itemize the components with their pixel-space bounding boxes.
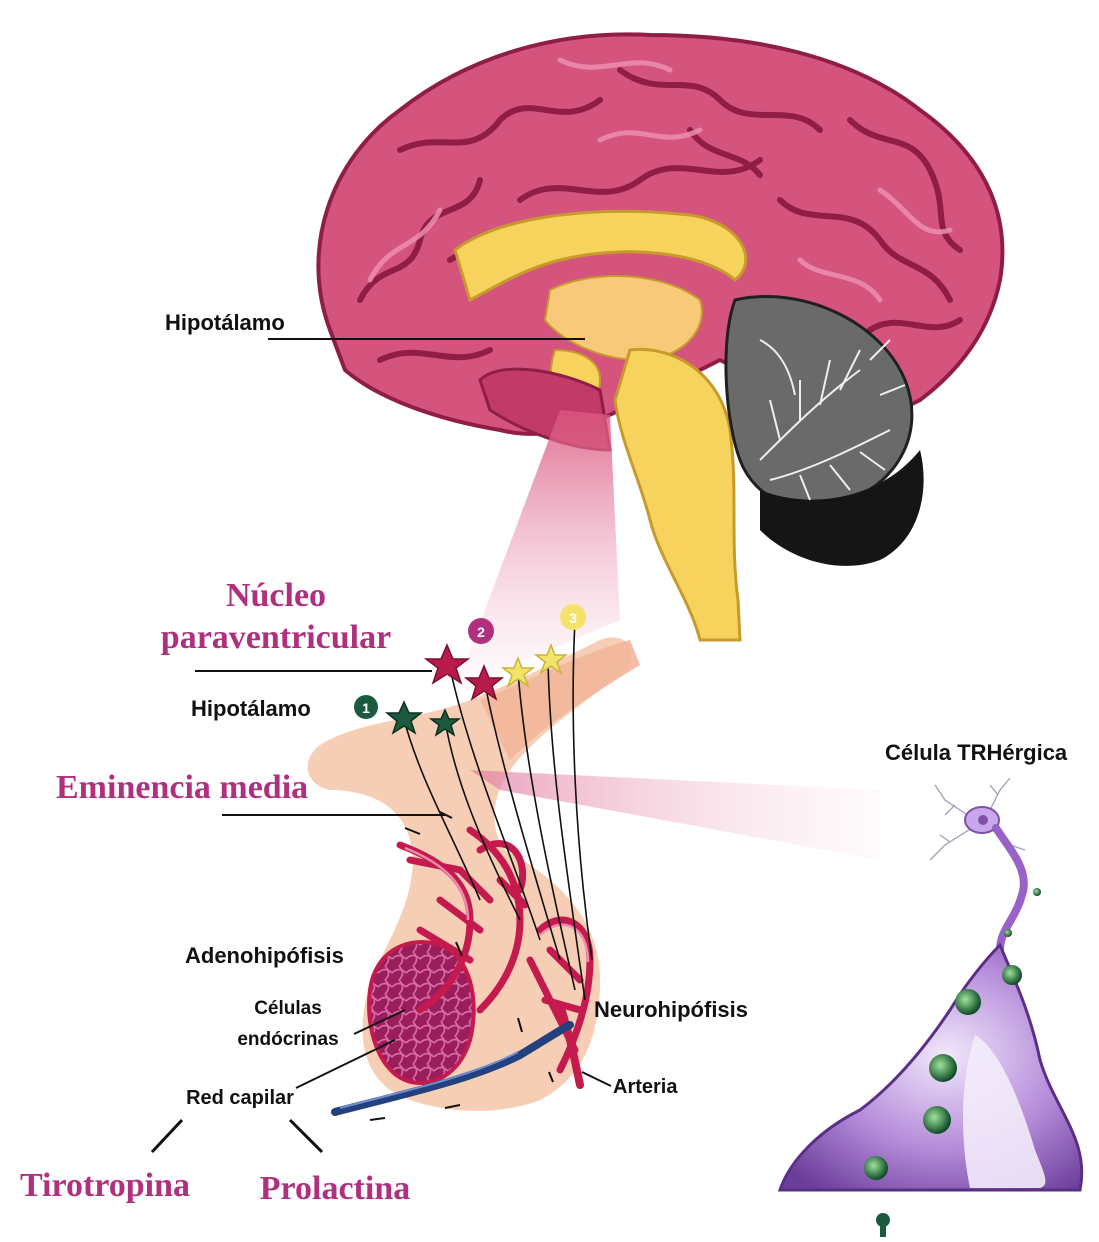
svg-text:1: 1 (362, 700, 370, 716)
label-hipotalamo-top: Hipotálamo (165, 310, 285, 335)
receptor-icon (876, 1213, 890, 1237)
marker-1: 1 (354, 695, 378, 719)
label-eminencia: Eminencia media (56, 769, 308, 806)
label-celulas: Células (254, 998, 322, 1019)
brain-illustration (318, 34, 1002, 640)
label-arteria: Arteria (613, 1076, 678, 1098)
label-red-capilar: Red capilar (186, 1087, 294, 1109)
marker-2: 2 (468, 618, 494, 644)
label-tirotropina: Tirotropina (20, 1167, 190, 1204)
label-paraventricular: paraventricular (161, 619, 391, 656)
label-adenohipofisis: Adenohipófisis (185, 943, 344, 968)
pituitary-closeup (308, 620, 880, 1120)
branch-prolactina (290, 1120, 322, 1152)
marker-3: 3 (560, 604, 586, 630)
label-hipotalamo-mid: Hipotálamo (191, 696, 311, 721)
label-celula: Célula TRHérgica (885, 740, 1068, 765)
svg-text:3: 3 (569, 610, 577, 626)
brainstem (615, 349, 740, 640)
label-endocrinas: endócrinas (237, 1029, 338, 1050)
branch-tirotropina (152, 1120, 182, 1152)
label-prolactina: Prolactina (260, 1170, 410, 1207)
pointer-arteria (582, 1072, 611, 1086)
svg-text:2: 2 (477, 624, 485, 640)
label-nucleo: Núcleo (226, 577, 326, 614)
label-neurohipofisis: Neurohipófisis (594, 997, 748, 1022)
